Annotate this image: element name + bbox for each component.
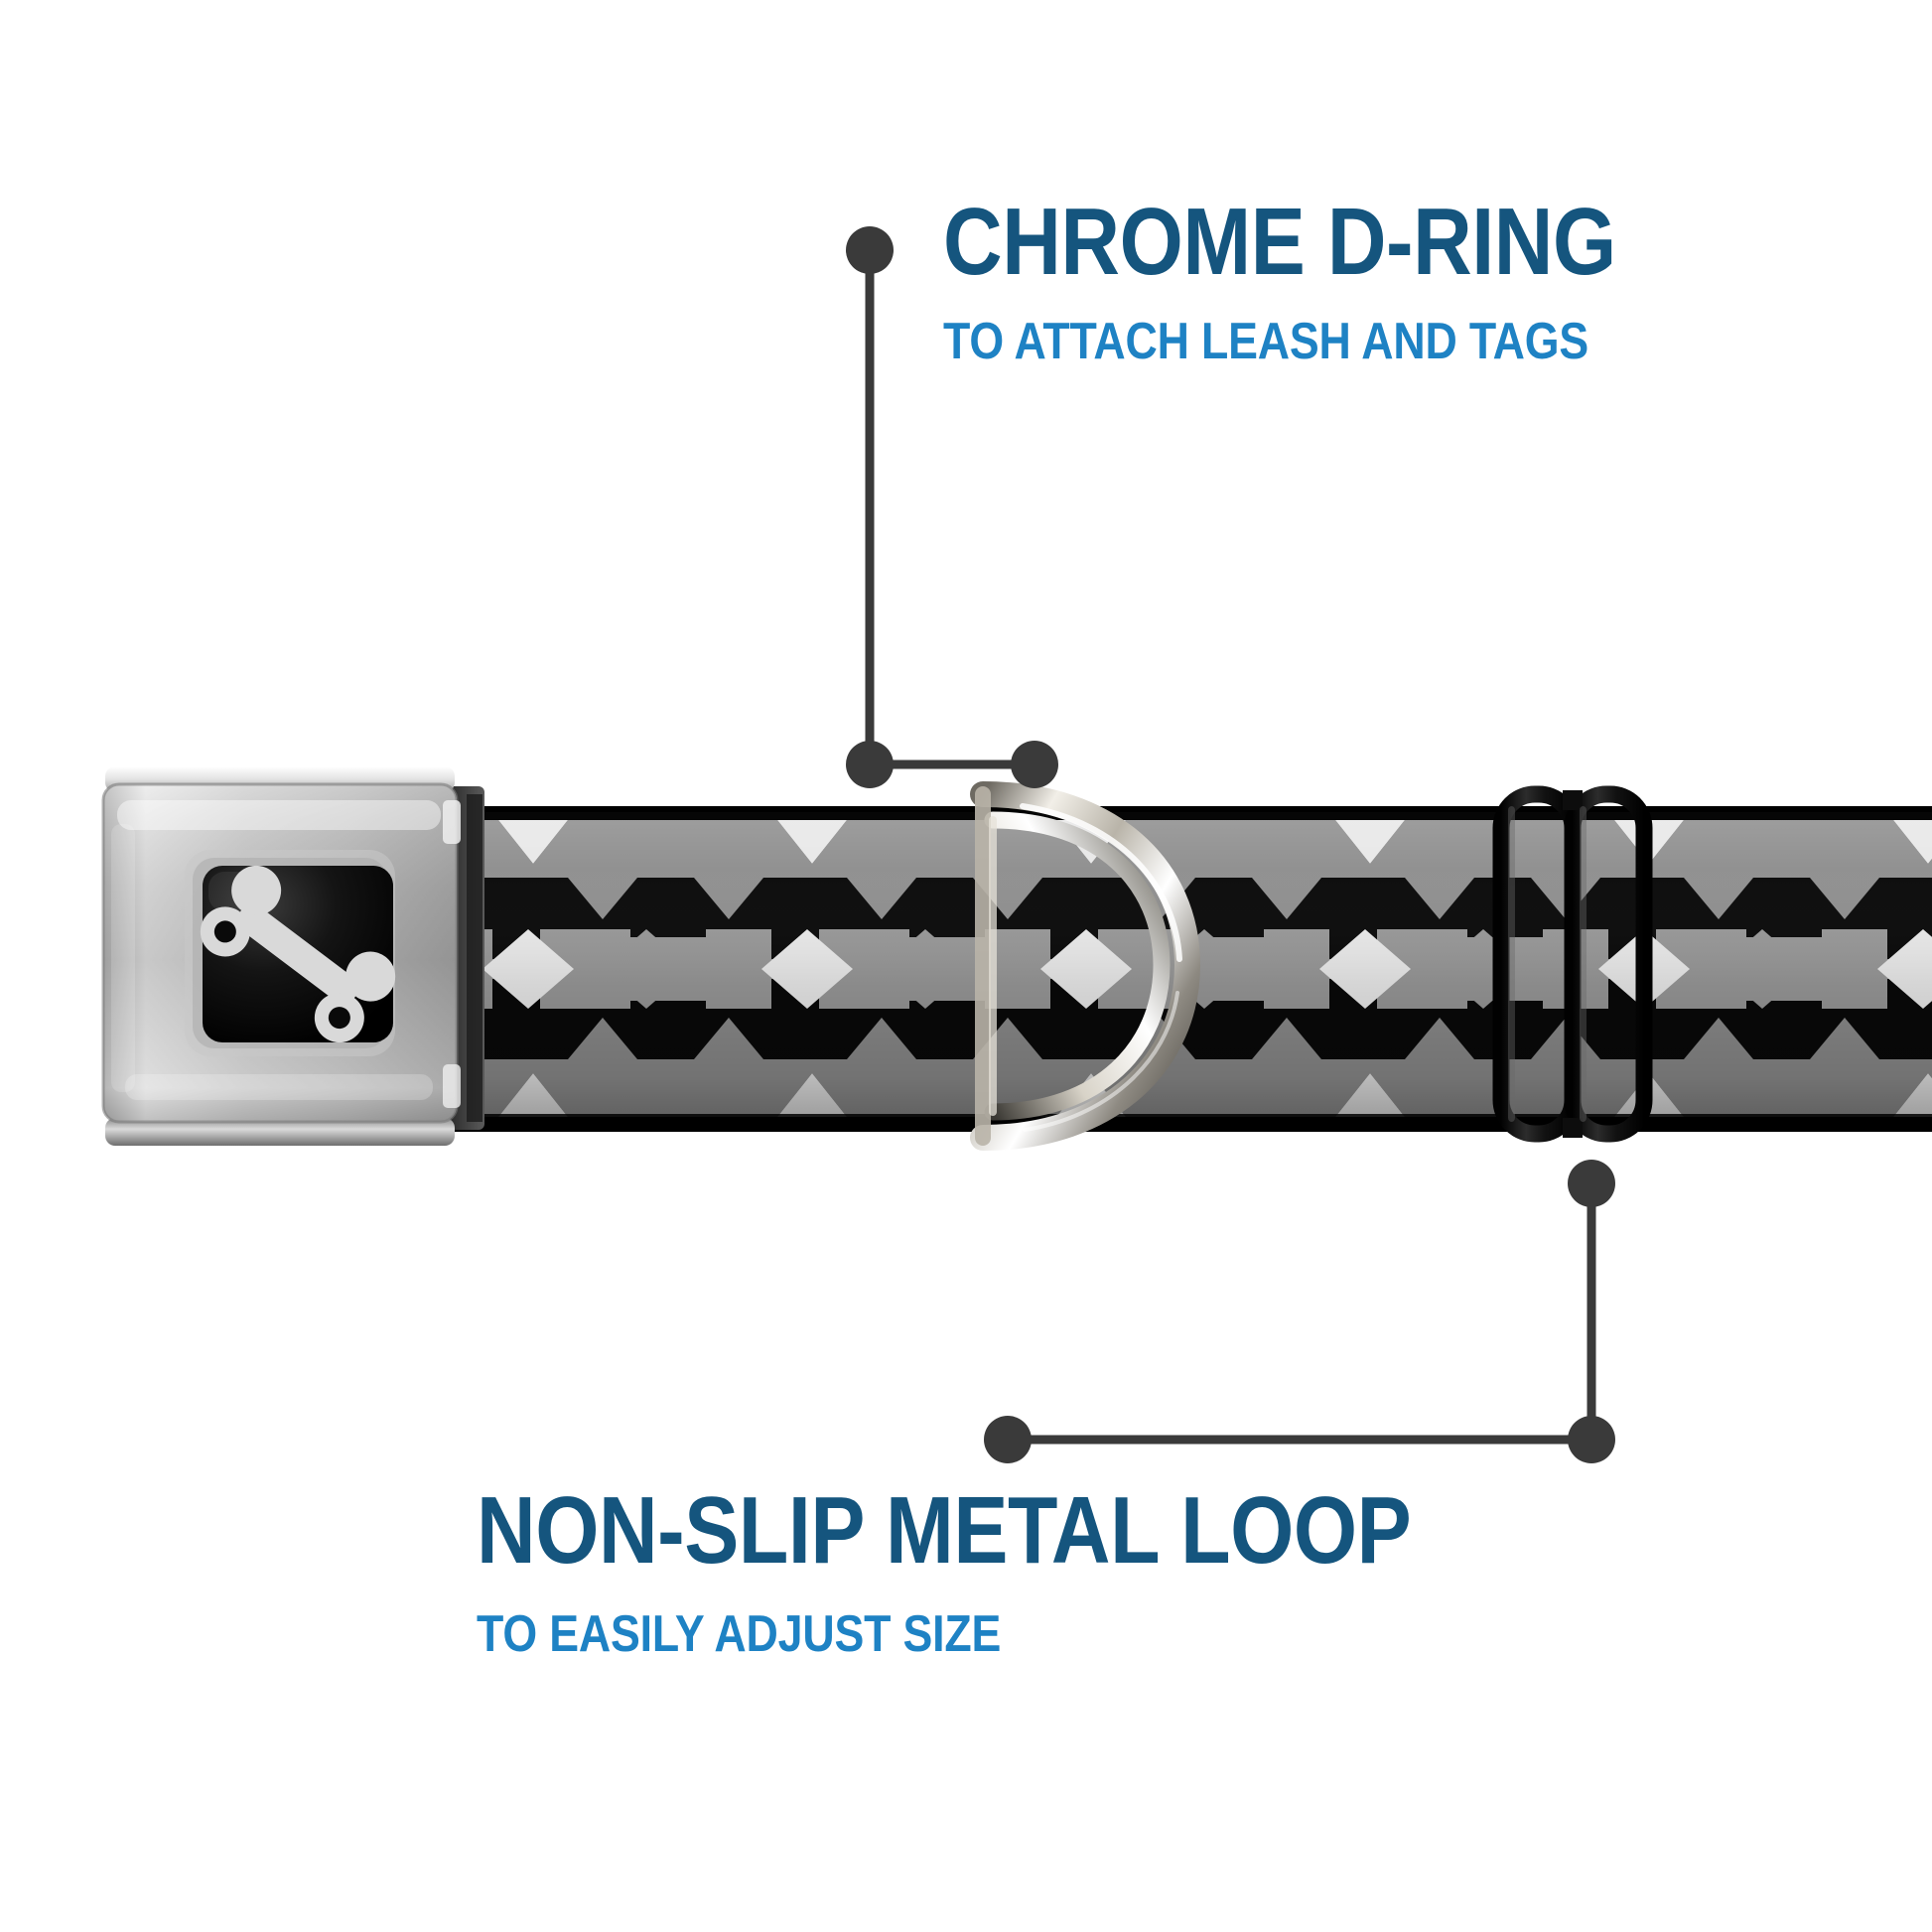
leader-line-top [846,226,1058,788]
leader-line-bottom [984,1160,1615,1463]
callout-top-subline: TO ATTACH LEASH AND TAGS [943,313,1589,370]
non-slip-metal-loop[interactable] [1492,785,1653,1143]
callout-bottom-subline: TO EASILY ADJUST SIZE [477,1605,1002,1663]
seatbelt-buckle[interactable] [101,766,484,1146]
callout-top-headline: CHROME D-RING [943,189,1616,295]
callout-bottom-headline: NON-SLIP METAL LOOP [477,1477,1412,1584]
dog-bone-icon [200,865,396,1043]
callout-chrome-d-ring: CHROME D-RING TO ATTACH LEASH AND TAGS [943,189,1725,370]
callout-non-slip-metal-loop: NON-SLIP METAL LOOP TO EASILY ADJUST SIZ… [477,1477,1564,1663]
chrome-d-ring[interactable] [970,781,1201,1151]
